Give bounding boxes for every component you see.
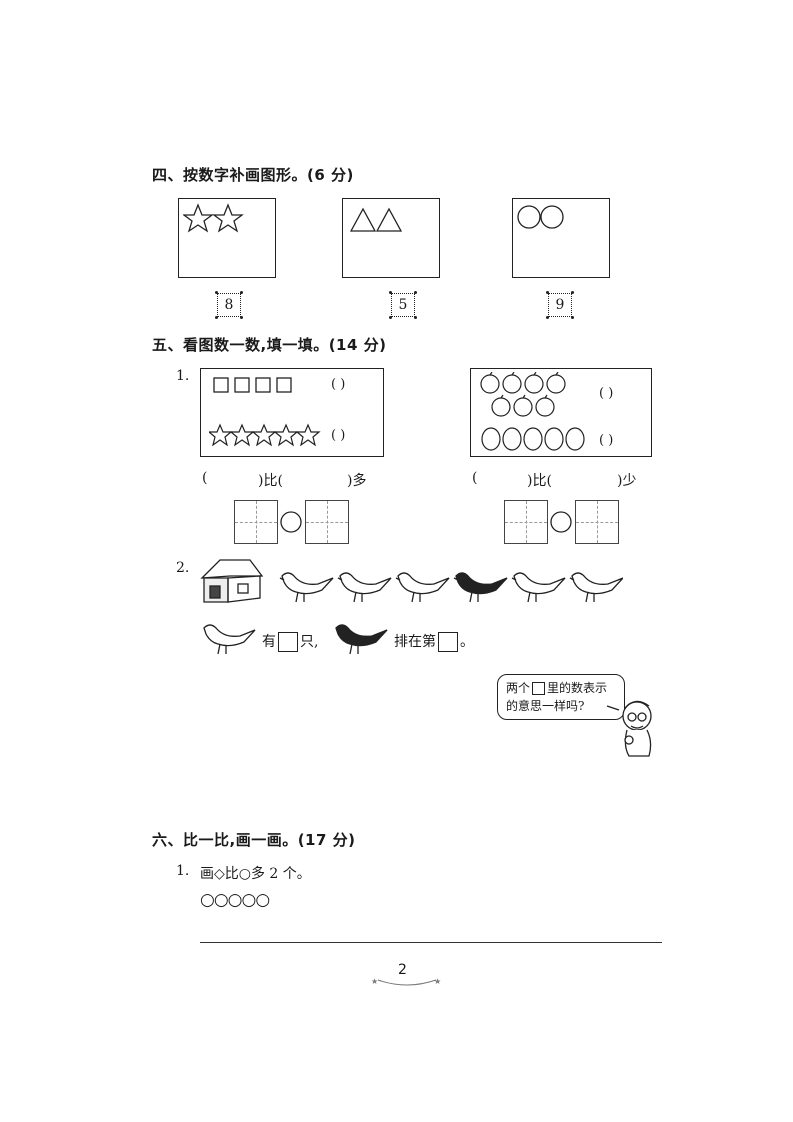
compare-circle-icon[interactable]	[279, 510, 303, 534]
bird-icon	[395, 572, 450, 603]
bird-icon	[203, 624, 256, 655]
has-text: 有	[262, 634, 276, 650]
svg-text:★: ★	[434, 977, 441, 986]
page-ornament-icon: ★ ★	[371, 977, 441, 986]
compare-right-end: )少	[617, 473, 637, 489]
bird-icon	[511, 572, 566, 603]
square-icon	[213, 377, 292, 393]
number-box-triangles[interactable]: 5	[389, 291, 415, 317]
section5-heading: 五、看图数一数,填一填。(14 分)	[152, 336, 387, 354]
bubble-text-b: 里的数表示	[547, 681, 608, 695]
compare-left-end: )多	[347, 473, 367, 489]
writing-box[interactable]	[234, 500, 278, 544]
circles-row: ○○○○○	[200, 890, 270, 910]
q2-sentence-rank: 排在第 。	[394, 631, 474, 652]
footer-divider	[200, 942, 662, 943]
triangle-icon	[349, 207, 403, 232]
bird-icon	[279, 572, 334, 603]
bird-icon	[569, 572, 623, 603]
q6-1-text: 画◇比○多 2 个。	[200, 866, 311, 882]
answer-square-rank[interactable]	[438, 632, 458, 652]
stars-frame	[178, 198, 276, 278]
black-bird-icon	[453, 572, 508, 603]
star-icon	[183, 203, 244, 233]
svg-text:★: ★	[371, 977, 378, 986]
apple-icon	[480, 372, 566, 417]
answer-paren-mangoes[interactable]: ( )	[599, 433, 614, 448]
bird-icon	[337, 572, 392, 603]
answer-square-count[interactable]	[278, 632, 298, 652]
compare-left-open: (	[202, 470, 208, 486]
child-character-icon	[606, 700, 652, 757]
q2-sentence-has: 有 只,	[262, 631, 318, 652]
small-square-icon	[532, 682, 546, 695]
circle-icon	[517, 205, 564, 229]
compare-right-mid: )比(	[527, 473, 552, 489]
rank-text: 排在第	[394, 634, 436, 650]
bubble-text-line2: 的意思一样吗?	[506, 699, 585, 713]
number-box-circles[interactable]: 9	[546, 291, 572, 317]
q2-label: 2.	[176, 560, 190, 576]
compare-left-mid: )比(	[258, 473, 283, 489]
circles-frame	[512, 198, 610, 278]
house-icon	[200, 559, 264, 603]
number-box-stars[interactable]: 8	[215, 291, 241, 317]
triangles-frame	[342, 198, 440, 278]
section4-heading: 四、按数字补画图形。(6 分)	[152, 166, 354, 184]
star-icon	[209, 423, 321, 447]
answer-paren-stars[interactable]: ( )	[331, 428, 346, 443]
bird-row	[279, 572, 623, 603]
writing-box[interactable]	[575, 500, 619, 544]
answer-paren-squares[interactable]: ( )	[331, 377, 346, 392]
compare-circle-icon[interactable]	[549, 510, 573, 534]
bubble-text-a: 两个	[506, 681, 531, 695]
fruit-frame: ( ) ( )	[470, 368, 652, 457]
compare-right-open: (	[472, 470, 478, 486]
period-text: 。	[460, 634, 474, 650]
section6-heading: 六、比一比,画一画。(17 分)	[152, 831, 356, 849]
page-number: 2	[398, 962, 407, 978]
black-bird-icon	[335, 624, 388, 655]
writing-box[interactable]	[305, 500, 349, 544]
answer-paren-apples[interactable]: ( )	[599, 386, 614, 401]
writing-box[interactable]	[504, 500, 548, 544]
only-text: 只,	[300, 634, 319, 650]
squares-stars-frame: ( ) ( )	[200, 368, 384, 457]
q1-label: 1.	[176, 368, 190, 384]
speech-bubble: 两个 里的数表示 的意思一样吗?	[497, 674, 625, 720]
mango-icon	[481, 427, 585, 451]
q6-1-label: 1.	[176, 863, 190, 879]
